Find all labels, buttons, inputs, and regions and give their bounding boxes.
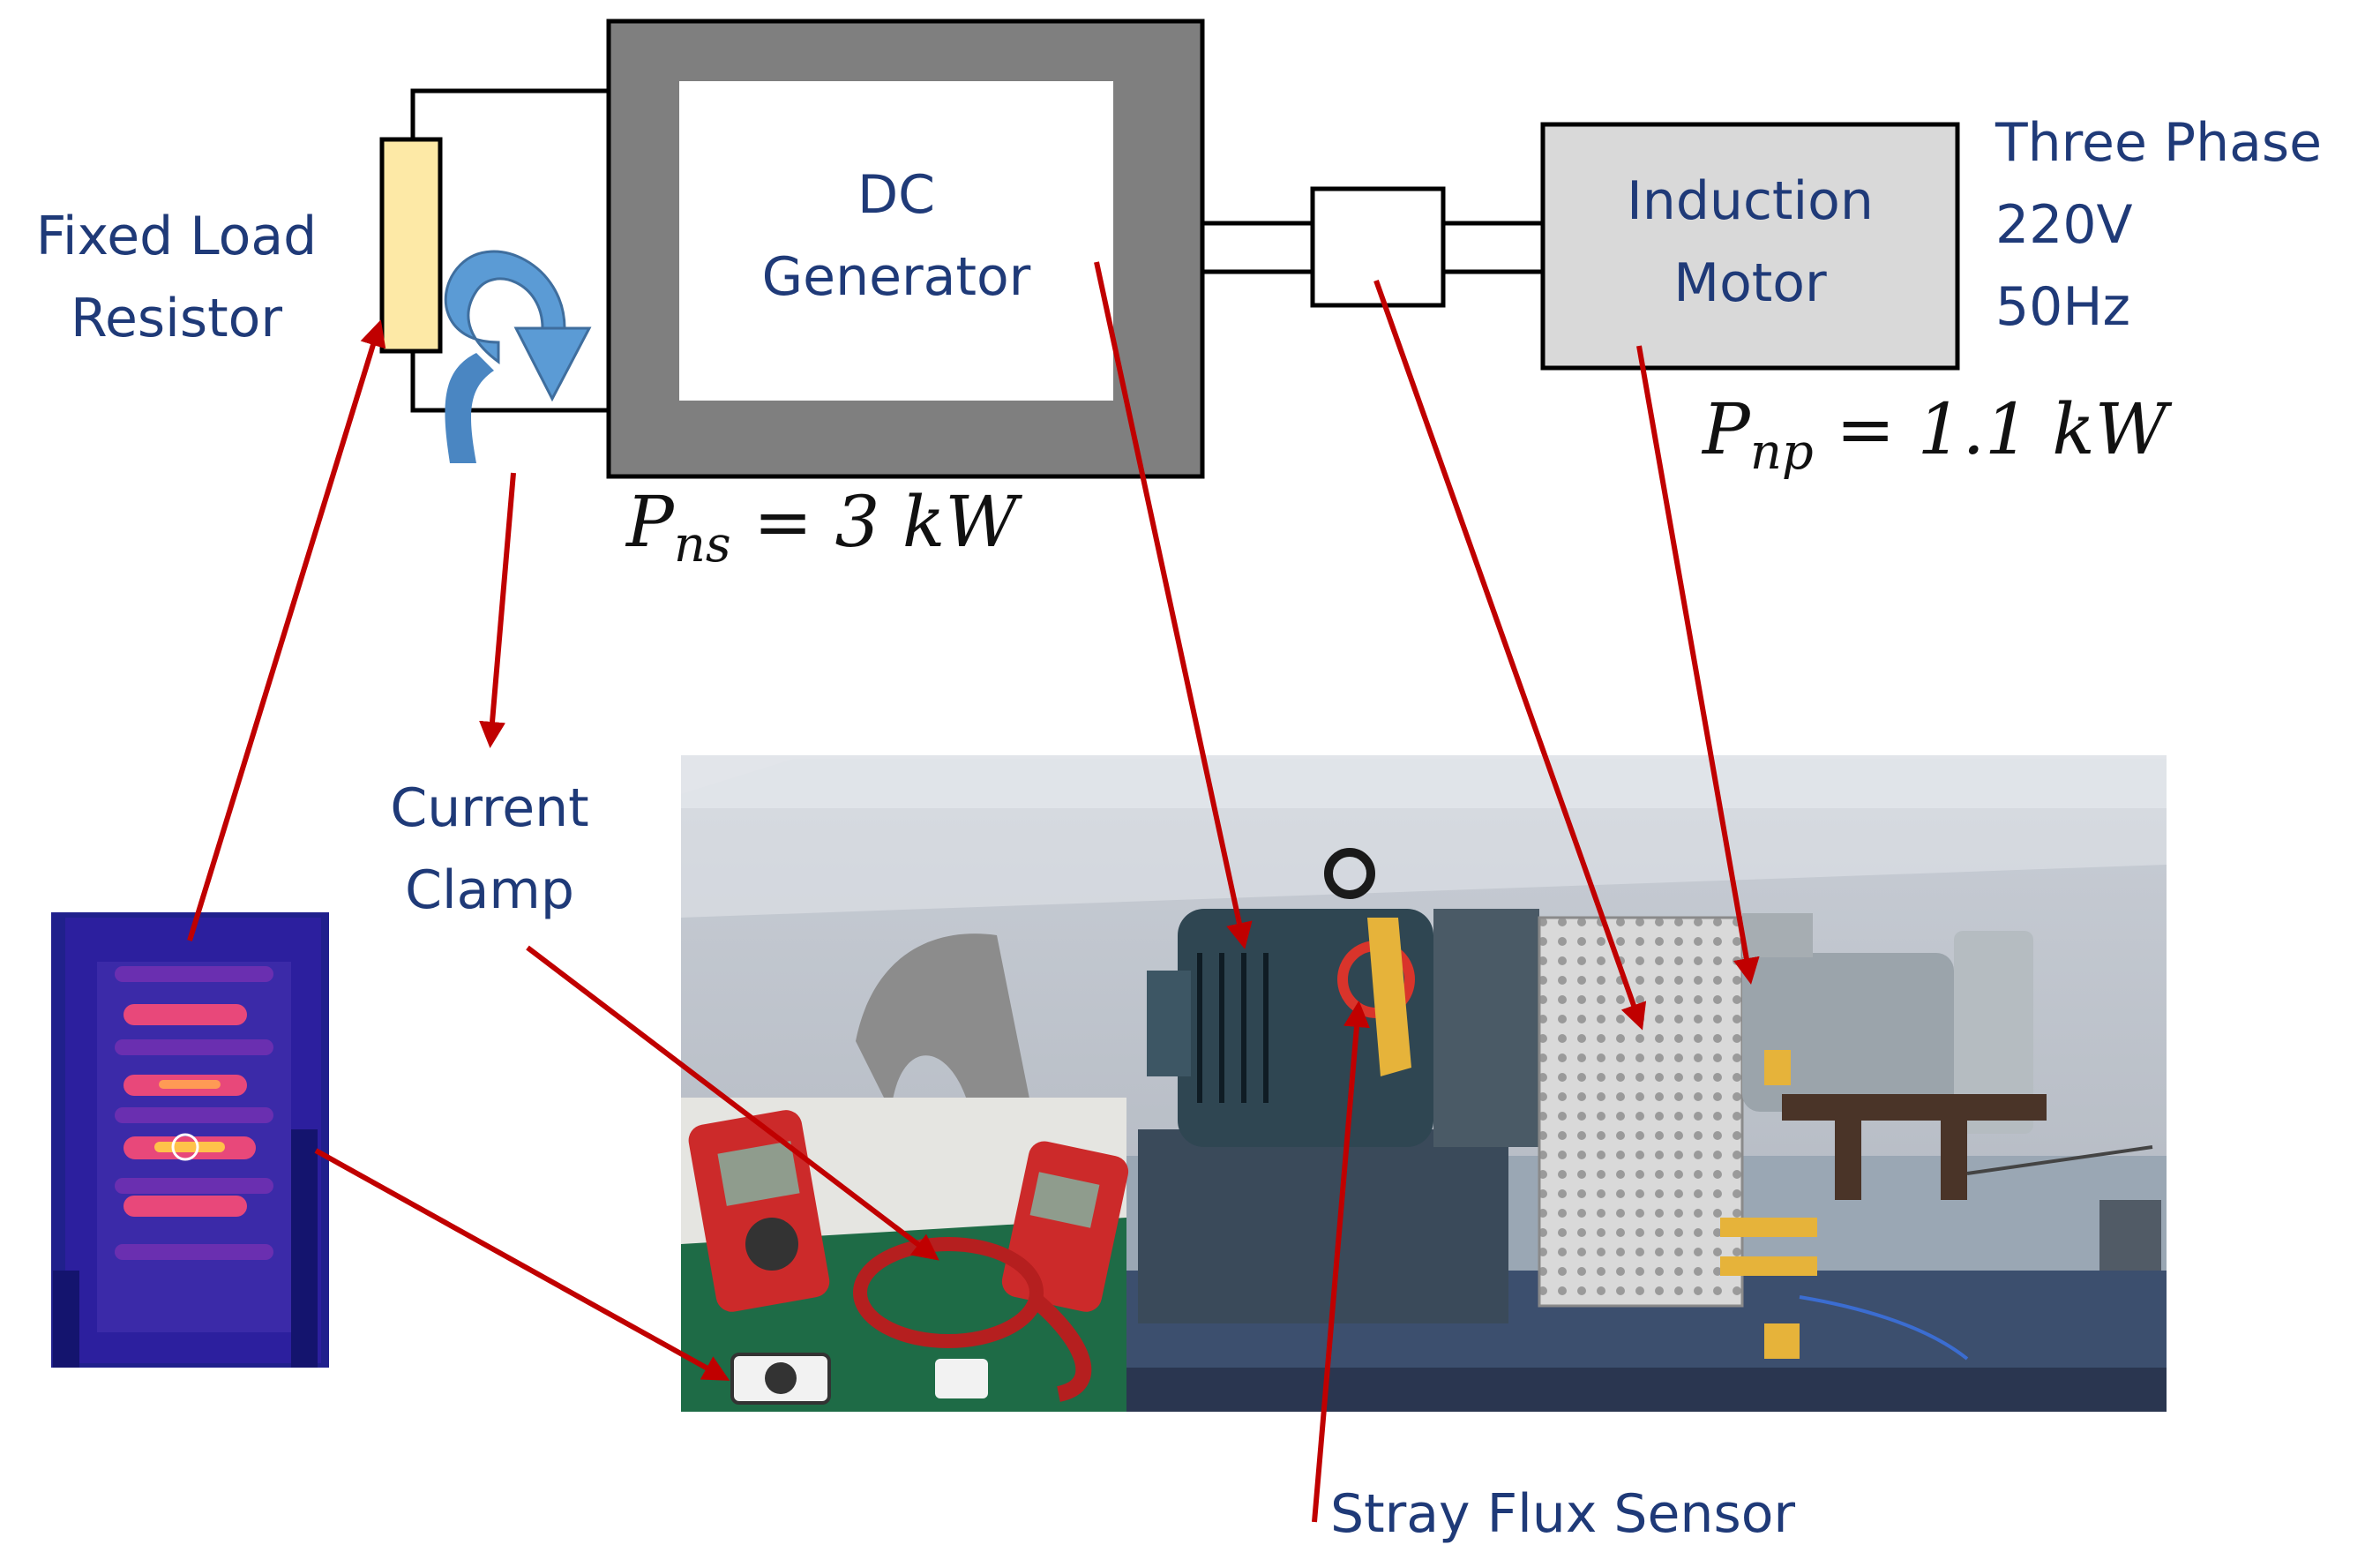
thermal-image-of-load-resistor xyxy=(51,912,329,1368)
dc-generator-label: DC Generator xyxy=(761,164,1031,308)
current-clamp-label: Current Clamp xyxy=(390,777,589,921)
arrow-clamp-to-photo xyxy=(479,472,516,748)
arrow-motor-to-photo xyxy=(1636,345,1760,985)
generator-power-rating: Pns = 3 kW xyxy=(626,481,1018,574)
fixed-load-resistor-label: Fixed Load Resistor xyxy=(35,206,318,349)
arrow-thermal-to-bench xyxy=(314,1148,730,1381)
stray-flux-sensor-label: Stray Flux Sensor xyxy=(1330,1483,1796,1545)
resistor-wires xyxy=(410,88,609,413)
supply-label: Three Phase 220V 50Hz xyxy=(1995,112,2323,338)
dc-generator-block xyxy=(606,19,1205,479)
arrow-clamp-label-to-meter xyxy=(526,945,939,1261)
photo-of-test-bench xyxy=(681,755,2167,1412)
shaft-coupling xyxy=(1202,186,1543,308)
induction-motor-label: Induction Motor xyxy=(1627,170,1874,314)
induction-motor-block xyxy=(1540,122,1960,371)
fixed-load-resistor-symbol xyxy=(379,137,443,354)
pointer-arrows xyxy=(187,261,1760,1523)
arrow-coupling-to-guard xyxy=(1373,279,1647,1031)
photo-of-multimeters-with-current-clamp xyxy=(681,1098,1129,1412)
current-clamp-arrow-icon xyxy=(444,250,592,463)
arrow-generator-to-photo xyxy=(1094,261,1253,949)
arrow-sensor-to-label xyxy=(1312,1001,1370,1523)
arrow-resistor-to-thermal xyxy=(187,319,386,941)
motor-power-rating: Pnp = 1.1 kW xyxy=(1703,388,2168,481)
